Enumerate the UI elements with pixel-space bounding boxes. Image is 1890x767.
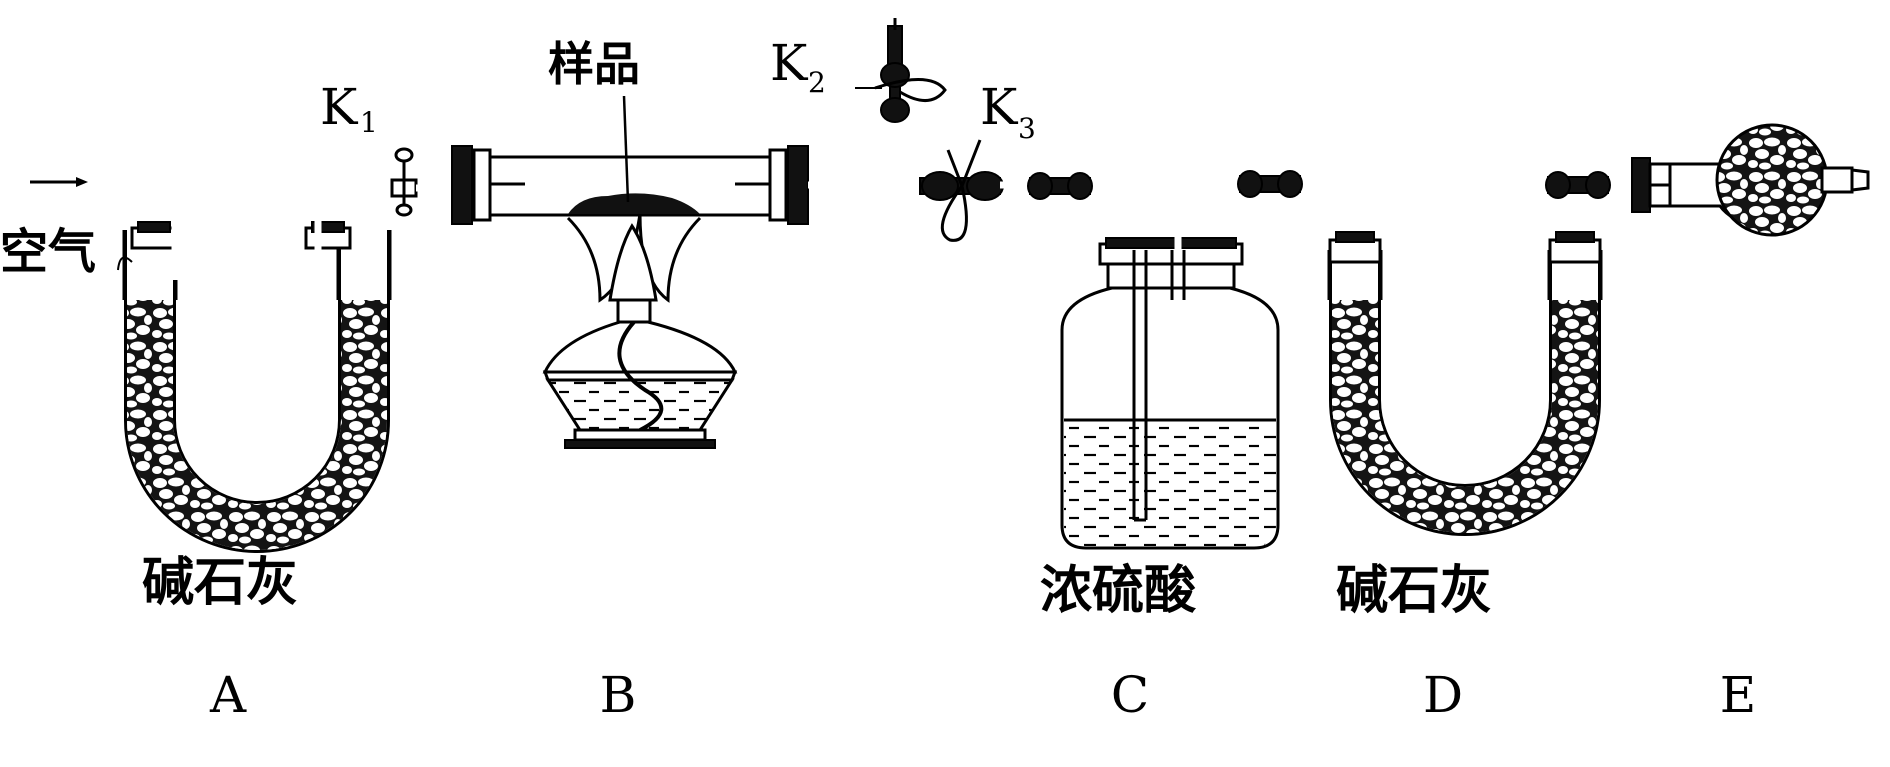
- k1-label: K 1: [320, 78, 378, 139]
- sample-label: 样品: [548, 37, 640, 91]
- drying-tube-e: [1631, 123, 1870, 237]
- svg-text:K: K: [320, 78, 359, 136]
- svg-text:1: 1: [360, 106, 378, 139]
- svg-text:K: K: [980, 78, 1019, 136]
- u-tube-a: [30, 177, 395, 553]
- air-label: 空气: [0, 224, 96, 280]
- letter-d: D: [1423, 666, 1463, 724]
- svg-text:2: 2: [808, 66, 826, 99]
- k3-clamp: [919, 139, 1004, 242]
- reagent-c-label: 浓硫酸: [1040, 561, 1197, 621]
- wash-bottle-c: [1060, 237, 1280, 550]
- svg-text:K: K: [770, 34, 809, 92]
- alcohol-lamp: [542, 213, 738, 449]
- u-tube-d: [1327, 231, 1603, 536]
- rubber-connector-2: [1237, 170, 1303, 198]
- rubber-connector-3: [1545, 171, 1611, 199]
- combustion-tube-b: [451, 95, 809, 225]
- letter-a: A: [209, 666, 247, 724]
- letter-c: C: [1111, 666, 1149, 724]
- k3-label: K 3: [980, 78, 1036, 145]
- reagent-d-label: 碱石灰: [1336, 561, 1492, 621]
- letter-e: E: [1720, 666, 1757, 724]
- k2-label: K 2: [770, 34, 826, 99]
- reagent-a-label: 碱石灰: [142, 553, 298, 613]
- letter-b: B: [600, 666, 637, 724]
- k1-stopcock: [390, 147, 418, 217]
- rubber-connector-1: [1027, 172, 1093, 200]
- svg-text:3: 3: [1018, 112, 1036, 145]
- k2-clamp: [855, 18, 947, 123]
